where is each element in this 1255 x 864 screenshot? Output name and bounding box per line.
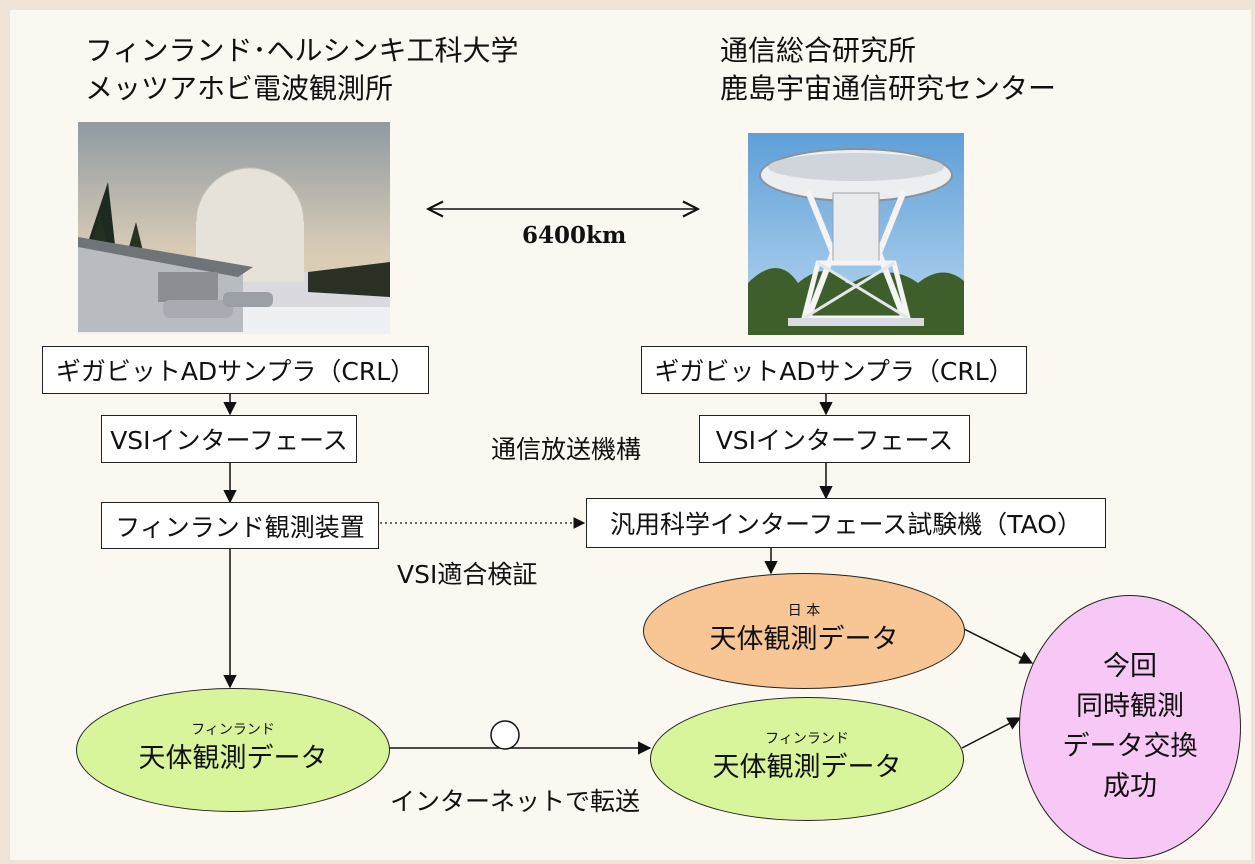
internet-label: インターネットで転送 [390, 787, 641, 816]
left-site-title: フィンランド･ヘルシンキ工科大学 メッツアホビ電波観測所 [85, 32, 518, 108]
result-line-4: 成功 [1103, 771, 1157, 802]
japan-data-title: 天体観測データ [709, 624, 899, 655]
finland-left-caption: フィンランド [191, 722, 275, 738]
left-vsi-box: VSIインターフェース [101, 415, 357, 463]
right-device-box: 汎用科学インターフェース試験機（TAO） [586, 498, 1106, 548]
result-line-1: 今回 [1103, 651, 1157, 682]
arrow-japan-result [961, 627, 1034, 664]
japan-data-ellipse: 日 本 天体観測データ [643, 573, 965, 689]
finland-data-ellipse-left: フィンランド 天体観測データ [76, 688, 390, 812]
finland-right-caption: フィンランド [765, 731, 849, 747]
left-site-line2: メッツアホビ電波観測所 [85, 72, 394, 105]
left-site-line1: フィンランド･ヘルシンキ工科大学 [85, 34, 519, 67]
kashima-antenna-photo [748, 133, 964, 335]
result-line-2: 同時観測 [1076, 691, 1184, 722]
right-site-title: 通信総合研究所 鹿島宇宙通信研究センター [720, 32, 1056, 108]
right-sampler-box: ギガビットADサンプラ（CRL） [641, 346, 1027, 394]
right-site-line1: 通信総合研究所 [720, 34, 917, 67]
left-device-box: フィンランド観測装置 [101, 502, 379, 549]
finland-left-data-title: 天体観測データ [138, 743, 328, 774]
finland-right-data-title: 天体観測データ [712, 752, 902, 783]
org-label: 通信放送機構 [491, 435, 642, 464]
result-ellipse: 今回 同時観測 データ交換 成功 [1019, 595, 1241, 859]
japan-caption: 日 本 [787, 603, 821, 619]
transfer-node-icon [490, 720, 520, 750]
distance-label: 6400km [522, 222, 627, 249]
right-site-line2: 鹿島宇宙通信研究センター [720, 72, 1057, 105]
right-vsi-box: VSIインターフェース [699, 415, 970, 463]
vsi-verify-label: VSI適合検証 [397, 560, 538, 589]
arrow-finland-result [961, 717, 1022, 749]
finland-data-ellipse-right: フィンランド 天体観測データ [650, 697, 964, 821]
left-sampler-box: ギガビットADサンプラ（CRL） [42, 346, 429, 394]
result-line-3: データ交換 [1062, 731, 1198, 762]
finland-observatory-photo [78, 122, 390, 334]
